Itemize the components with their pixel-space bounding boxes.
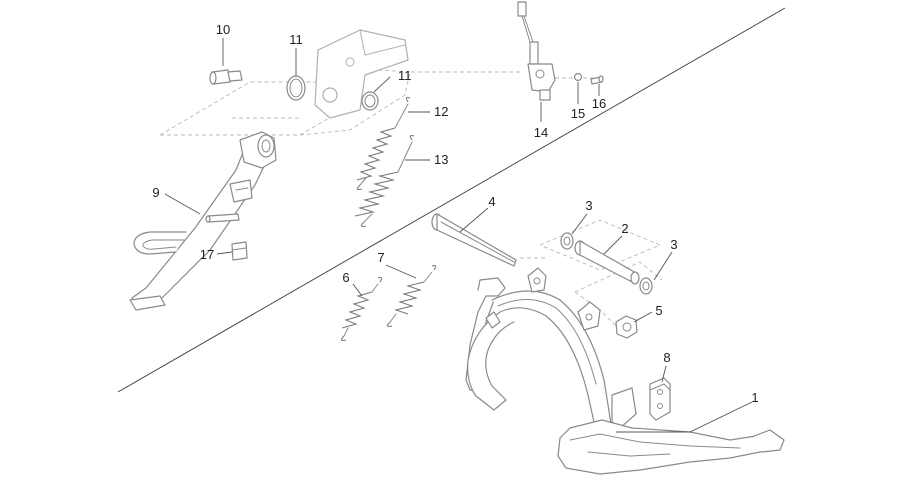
washer-15 (573, 72, 583, 82)
rubber-block-17 (231, 241, 248, 261)
callout-6: 6 (342, 270, 349, 285)
callout-10: 10 (216, 22, 230, 37)
callout-3-right: 3 (670, 237, 677, 252)
callout-2: 2 (621, 221, 628, 236)
callout-14: 14 (534, 125, 548, 140)
callout-11-right: 11 (398, 68, 412, 83)
callout-3-left: 3 (585, 198, 592, 213)
axle-rod-4 (431, 213, 517, 267)
section-divider-line (117, 7, 786, 393)
callout-7: 7 (377, 250, 384, 265)
callout-15: 15 (571, 106, 585, 121)
callout-labels: 10 11 11 12 13 14 15 16 9 17 4 3 2 3 6 7… (152, 22, 758, 405)
leader-lines (164, 38, 753, 433)
callout-1: 1 (751, 390, 758, 405)
center-stand-1 (465, 267, 785, 475)
rubber-bumper-8 (649, 377, 671, 421)
spring-6 (340, 276, 383, 342)
screw-16 (590, 75, 604, 85)
callout-11-left: 11 (289, 32, 303, 47)
callout-17: 17 (200, 247, 214, 262)
spring-12 (356, 96, 411, 191)
callout-12: 12 (434, 104, 448, 119)
washer-3-right (639, 277, 653, 295)
callout-8: 8 (663, 350, 670, 365)
nut-5 (615, 315, 638, 339)
o-ring-11-right (361, 91, 379, 111)
callout-5: 5 (655, 303, 662, 318)
callout-16: 16 (592, 96, 606, 111)
callout-9: 9 (152, 185, 159, 200)
spring-7 (386, 264, 437, 328)
side-stand-9 (129, 131, 277, 311)
stand-switch-sensor-14 (517, 1, 556, 101)
washer-3-left (560, 232, 574, 250)
callout-13: 13 (434, 152, 448, 167)
frame-bracket (314, 29, 409, 119)
pivot-pin-2 (574, 240, 640, 285)
pivot-bolt-10 (209, 69, 243, 85)
callout-4: 4 (488, 194, 495, 209)
spring-13 (354, 134, 415, 228)
